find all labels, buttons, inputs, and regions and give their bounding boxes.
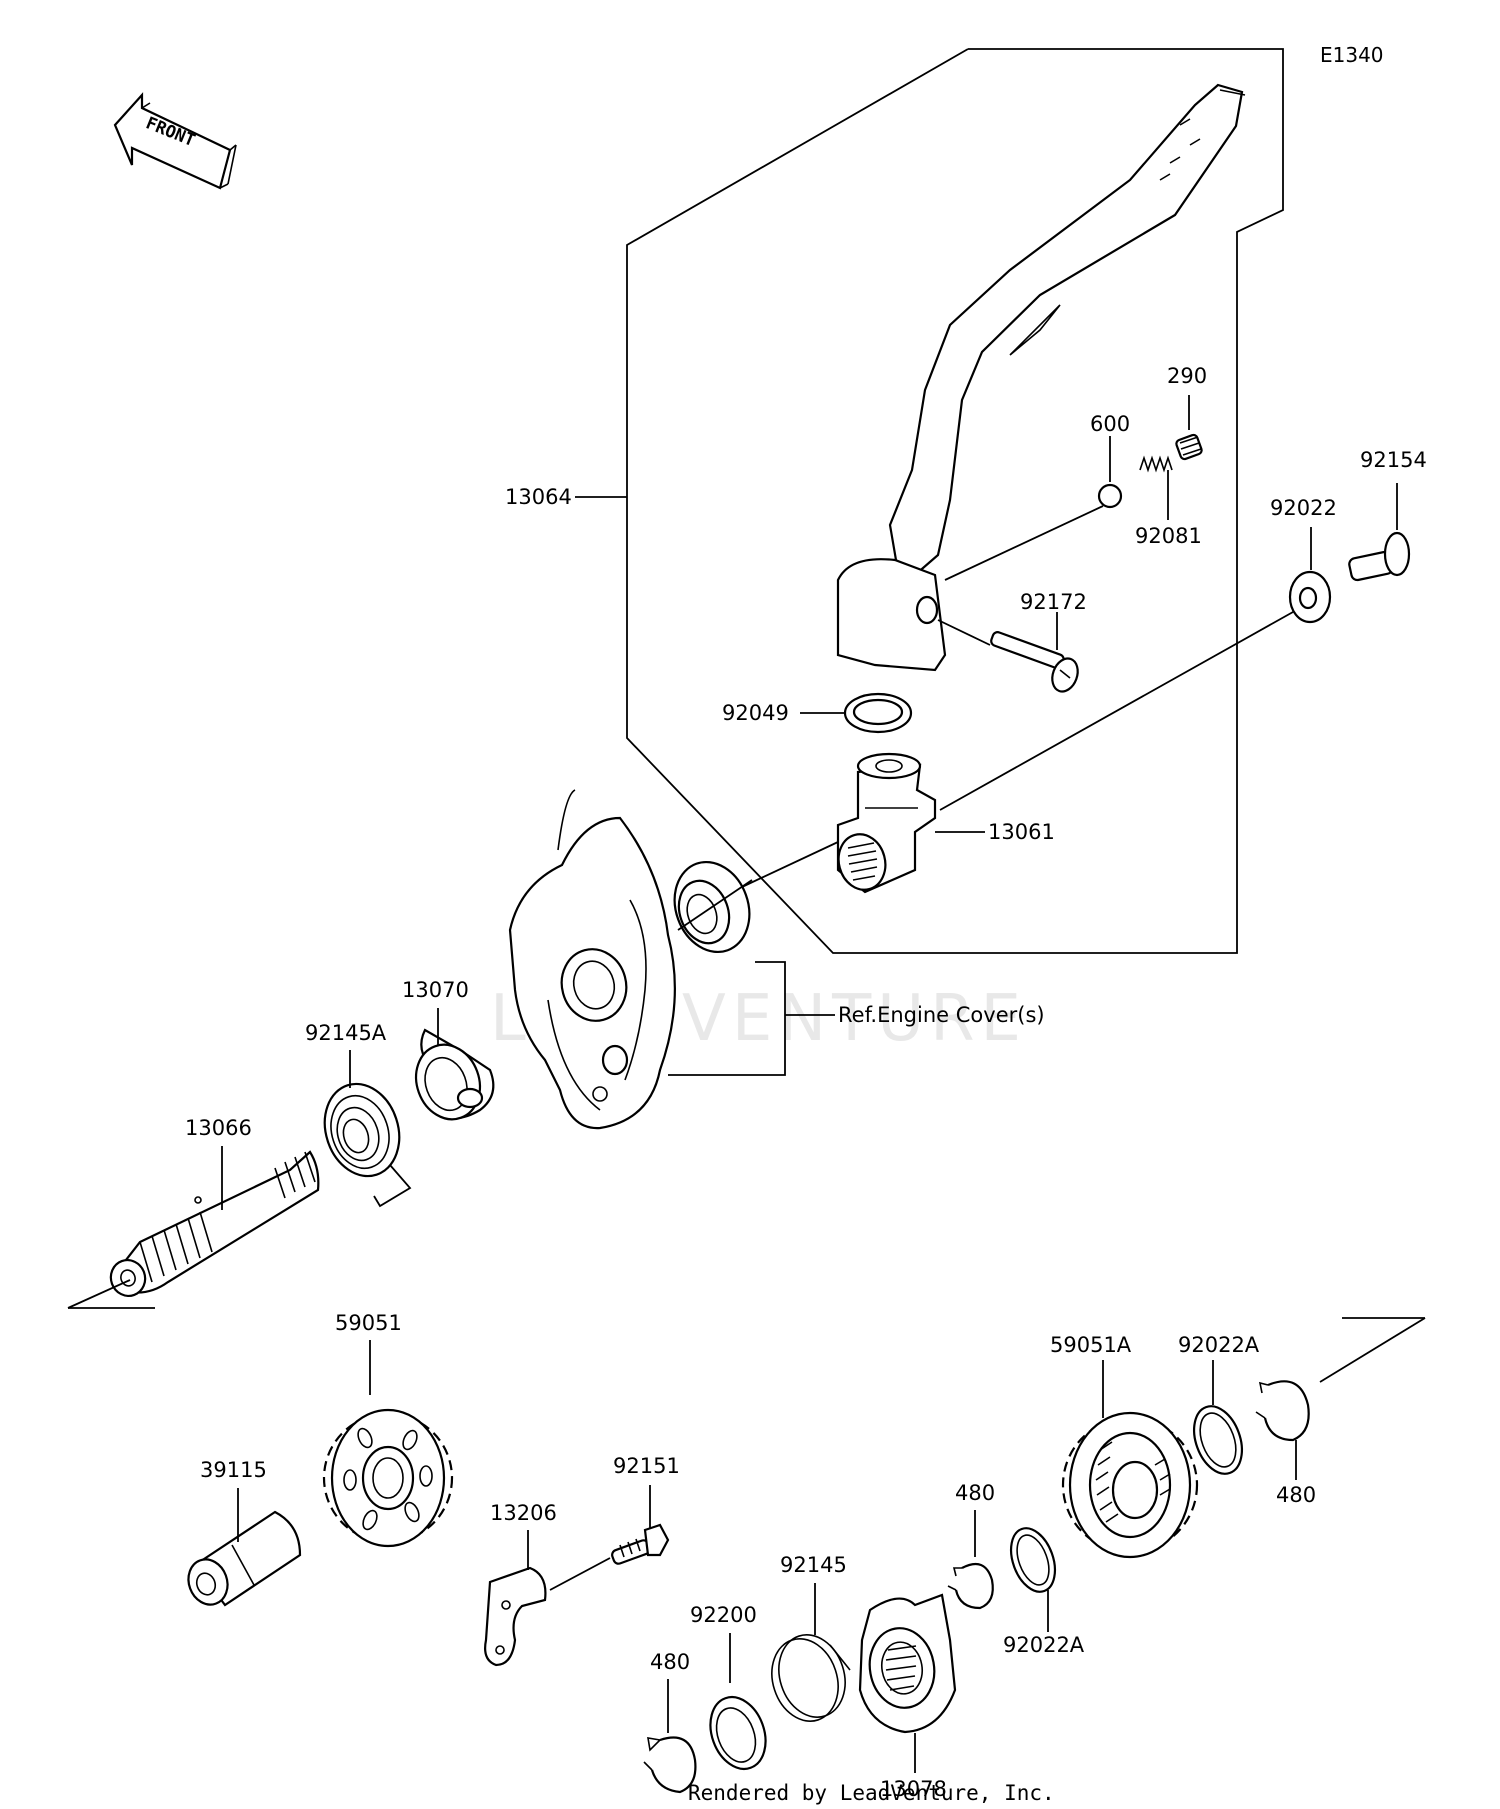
label-600: 600 xyxy=(1090,412,1130,436)
label-92172: 92172 xyxy=(1020,590,1087,614)
part-13206-plate xyxy=(484,1566,547,1667)
label-92145A: 92145A xyxy=(305,1021,387,1045)
part-92172-bolt xyxy=(990,631,1079,693)
assembly-outline xyxy=(626,48,1284,954)
label-13064: 13064 xyxy=(505,485,572,509)
label-59051A: 59051A xyxy=(1050,1333,1132,1357)
label-92022A-low: 92022A xyxy=(1003,1633,1085,1657)
footer-credit: Rendered by LeadVenture, Inc. xyxy=(688,1781,1055,1805)
ref-engine-cover-label: Ref.Engine Cover(s) xyxy=(838,1003,1045,1027)
label-480-bottom: 480 xyxy=(650,1650,690,1674)
label-92151: 92151 xyxy=(613,1454,680,1478)
part-290 xyxy=(1175,433,1203,461)
label-480-mid: 480 xyxy=(955,1481,995,1505)
label-92200: 92200 xyxy=(690,1603,757,1627)
label-92049: 92049 xyxy=(722,701,789,725)
part-480-circlip-bottom xyxy=(643,1736,697,1794)
part-92022A-washer-top xyxy=(1193,1405,1243,1475)
part-92151-bolt xyxy=(611,1523,670,1565)
engine-cover xyxy=(508,789,676,1130)
label-13070: 13070 xyxy=(402,978,469,1002)
label-92022: 92022 xyxy=(1270,496,1337,520)
part-92022A-washer-low xyxy=(1009,1527,1057,1593)
part-13066-shaft xyxy=(109,1150,320,1297)
part-92081-spring xyxy=(1139,455,1173,473)
part-59051-gear xyxy=(322,1408,454,1548)
part-39115-pin xyxy=(187,1510,302,1607)
part-92049-seal xyxy=(843,692,913,734)
label-39115: 39115 xyxy=(200,1458,267,1482)
label-290: 290 xyxy=(1167,364,1207,388)
part-92022-washer xyxy=(1288,570,1332,624)
label-13206: 13206 xyxy=(490,1501,557,1525)
part-59051A-gear xyxy=(1061,1411,1199,1559)
label-13078: 13078 xyxy=(880,1777,947,1801)
kick-pedal-lever xyxy=(836,83,1246,672)
part-13061-shaft xyxy=(836,752,937,894)
label-59051: 59051 xyxy=(335,1311,402,1335)
label-13061: 13061 xyxy=(988,820,1055,844)
part-13078-ratchet xyxy=(858,1593,957,1734)
front-arrow-icon: FRONT xyxy=(113,92,237,190)
label-92022A-top: 92022A xyxy=(1178,1333,1260,1357)
part-13070-bushing xyxy=(415,1028,495,1121)
label-92154: 92154 xyxy=(1360,448,1427,472)
label-13066: 13066 xyxy=(185,1116,252,1140)
part-480-circlip-right xyxy=(1255,1380,1310,1442)
part-92154-bolt xyxy=(1348,531,1411,582)
ref-bracket xyxy=(668,961,786,1076)
diagram-code: E1340 xyxy=(1320,43,1384,67)
label-92145: 92145 xyxy=(780,1553,847,1577)
part-480-circlip-mid xyxy=(947,1562,994,1610)
part-92145-spring xyxy=(771,1634,851,1722)
label-92081: 92081 xyxy=(1135,524,1202,548)
part-600-ball xyxy=(1097,483,1123,509)
part-92145A-spring xyxy=(323,1082,412,1208)
label-480-right: 480 xyxy=(1276,1483,1316,1507)
part-92200-washer xyxy=(709,1696,767,1770)
